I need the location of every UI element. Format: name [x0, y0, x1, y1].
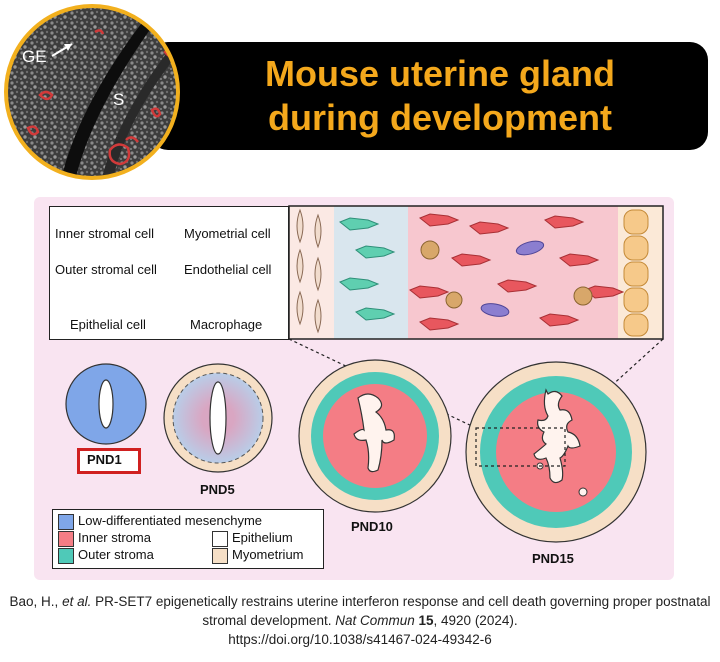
- legend-epithelium: Epithelium: [232, 530, 293, 545]
- citation-text: PR-SET7 epigenetically restrains uterine…: [91, 594, 711, 628]
- legend-myometrial-cell: Myometrial cell: [184, 226, 271, 241]
- swatch-epithelium: [212, 531, 228, 547]
- swatch-inner-stroma: [58, 531, 74, 547]
- legend-epithelial-cell: Epithelial cell: [70, 317, 146, 332]
- legend-endothelial-cell: Endothelial cell: [184, 262, 272, 277]
- citation-authors: Bao, H.,: [9, 594, 63, 609]
- pnd1-uterus: [65, 363, 147, 445]
- micrograph-label-ge: GE: [22, 47, 47, 66]
- pnd15-uterus: [465, 361, 647, 543]
- legend-macrophage: Macrophage: [190, 317, 263, 332]
- swatch-myometrium: [212, 548, 228, 564]
- inner-stroma-strip: [408, 206, 618, 339]
- legend-outer-stroma: Outer stroma: [78, 547, 154, 562]
- citation-etal: et al.: [62, 594, 92, 609]
- citation-volume: 15: [418, 613, 434, 628]
- cell-legend: [49, 206, 289, 340]
- citation-journal: Nat Commun: [335, 613, 415, 628]
- citation-pages: , 4920 (2024).: [433, 613, 518, 628]
- title-banner: [150, 42, 708, 150]
- title-line-2: during development: [267, 97, 613, 138]
- stage-label-pnd5: PND5: [200, 482, 235, 497]
- tissue-legend: [52, 509, 324, 569]
- stage-label-pnd1: PND1: [87, 452, 122, 467]
- micrograph-inset: GE S: [0, 0, 186, 186]
- legend-myometrium: Myometrium: [232, 547, 304, 562]
- swatch-outer-stroma: [58, 548, 74, 564]
- legend-inner-stroma: Inner stroma: [78, 530, 151, 545]
- pnd1-highlight-box: [77, 448, 141, 474]
- title-line-1: Mouse uterine gland: [264, 53, 616, 94]
- citation: Bao, H., et al. PR-SET7 epigenetically r…: [0, 592, 720, 649]
- stage-label-pnd10: PND10: [351, 519, 393, 534]
- citation-doi[interactable]: https://doi.org/10.1038/s41467-024-49342…: [228, 632, 492, 647]
- legend-inner-stromal-cell: Inner stromal cell: [55, 226, 154, 241]
- swatch-low-differentiated-mesenchyme: [58, 514, 74, 530]
- pnd10-uterus: [298, 359, 452, 513]
- myometrium-strip: [289, 206, 334, 339]
- arrow-icon: [64, 44, 72, 51]
- page-title: Mouse uterine gland during development: [190, 52, 690, 140]
- pnd5-uterus: [163, 363, 273, 473]
- legend-low-differentiated-mesenchyme: Low-differentiated mesenchyme: [78, 513, 263, 528]
- legend-outer-stromal-cell: Outer stromal cell: [55, 262, 157, 277]
- micrograph-label-s: S: [113, 90, 124, 109]
- stage-label-pnd15: PND15: [532, 551, 574, 566]
